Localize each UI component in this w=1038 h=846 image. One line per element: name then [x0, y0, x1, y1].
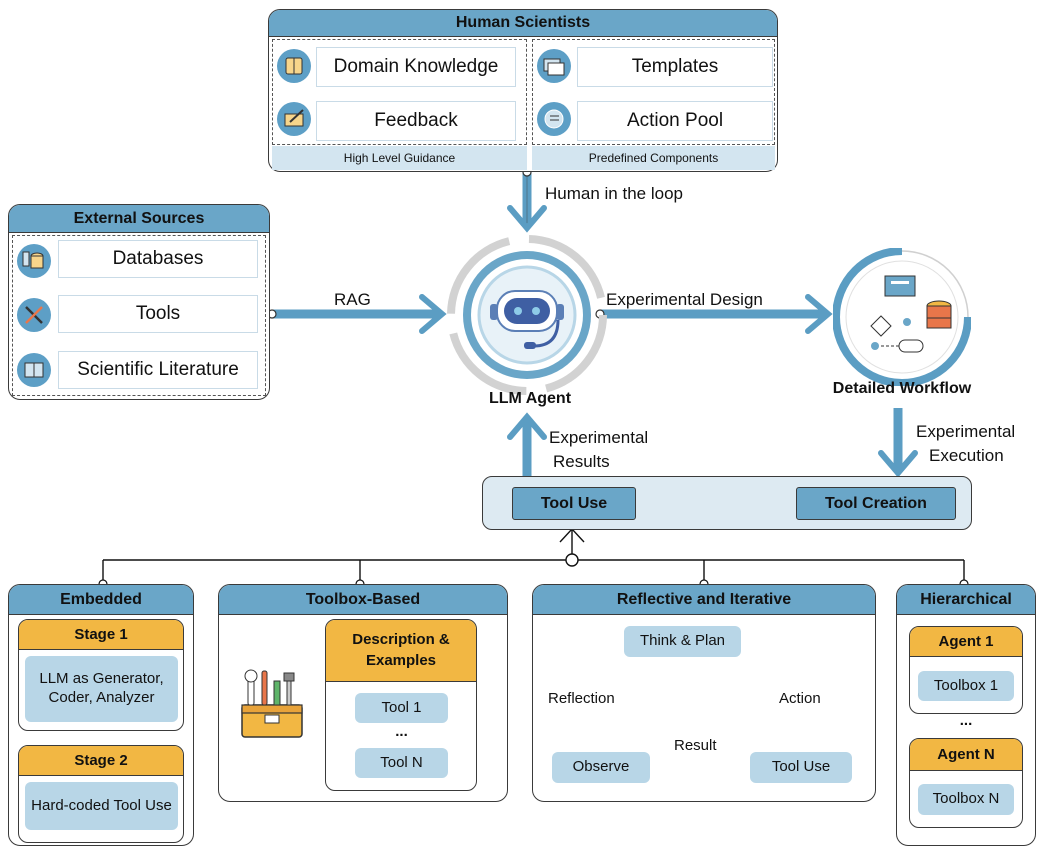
- experimental-design-label: Experimental Design: [606, 290, 763, 309]
- guidance-dash: [272, 39, 527, 145]
- stage-1-title: Stage 1: [19, 620, 183, 650]
- tree-connector: [102, 527, 965, 584]
- llm-agent-label: LLM Agent: [488, 390, 572, 407]
- external-sources-title: External Sources: [9, 205, 269, 233]
- tool-creation-button[interactable]: Tool Creation: [796, 487, 956, 520]
- human-in-loop-label: Human in the loop: [545, 184, 683, 203]
- reflective-title: Reflective and Iterative: [533, 585, 875, 615]
- high-level-guidance-label: High Level Guidance: [272, 146, 527, 170]
- templates-icon: [537, 49, 571, 83]
- action-pool-box: Action Pool: [577, 101, 773, 141]
- action-pool-icon: [537, 102, 571, 136]
- tool-use-box: Tool Use: [750, 752, 852, 783]
- human-scientists-title: Human Scientists: [269, 10, 777, 37]
- result-label: Result: [674, 737, 717, 754]
- toolbox-based-title: Toolbox-Based: [219, 585, 507, 615]
- feedback-icon: [277, 102, 311, 136]
- hier-ellipsis: ...: [959, 712, 973, 729]
- arrow-execution: [878, 408, 918, 478]
- database-icon: [17, 244, 51, 278]
- predefined-components-label: Predefined Components: [532, 146, 775, 170]
- embedded-title: Embedded: [9, 585, 193, 615]
- external-dash: [12, 235, 266, 396]
- literature-icon: [17, 353, 51, 387]
- toolbox-n-box: Toolbox N: [918, 784, 1014, 815]
- tool-1-box: Tool 1: [355, 693, 448, 723]
- experimental-execution-line1: Experimental: [916, 422, 1016, 441]
- stage-2-title: Stage 2: [19, 746, 183, 776]
- arrow-design: [595, 294, 833, 334]
- arrow-human-in-loop: [507, 167, 547, 233]
- workflow-icon: [833, 248, 971, 386]
- databases-box: Databases: [58, 240, 258, 278]
- action-label: Action: [779, 690, 821, 707]
- stage-1-body: LLM as Generator, Coder, Analyzer: [25, 656, 178, 722]
- scientific-literature-box: Scientific Literature: [58, 351, 258, 389]
- observe-box: Observe: [552, 752, 650, 783]
- tool-use-button[interactable]: Tool Use: [512, 487, 636, 520]
- stage-2-body: Hard-coded Tool Use: [25, 782, 178, 830]
- components-dash: [532, 39, 775, 145]
- experimental-execution-line2: Execution: [929, 446, 1004, 465]
- reflection-label: Reflection: [548, 690, 615, 707]
- agent-n-title: Agent N: [910, 739, 1022, 771]
- tools-box: Tools: [58, 295, 258, 333]
- tools-icon: [17, 298, 51, 332]
- experimental-results-line1: Experimental: [549, 428, 649, 447]
- domain-knowledge-box: Domain Knowledge: [316, 47, 516, 87]
- toolbox-1-box: Toolbox 1: [918, 671, 1014, 701]
- llm-agent-icon: [447, 235, 607, 395]
- rag-label: RAG: [334, 290, 371, 309]
- hierarchical-title: Hierarchical: [897, 585, 1035, 615]
- detailed-workflow-label: Detailed Workflow: [832, 380, 972, 397]
- tool-n-box: Tool N: [355, 748, 448, 778]
- arrow-results: [507, 412, 547, 476]
- toolbox-card: Description & Examples: [325, 619, 477, 791]
- arrow-rag: [267, 294, 447, 334]
- templates-box: Templates: [577, 47, 773, 87]
- agent-1-title: Agent 1: [910, 627, 1022, 657]
- think-plan-box: Think & Plan: [624, 626, 741, 657]
- experimental-results-line2: Results: [553, 452, 610, 471]
- feedback-box: Feedback: [316, 101, 516, 141]
- toolbox-icon: [241, 669, 303, 738]
- description-examples-title: Description & Examples: [326, 620, 476, 682]
- toolbox-ellipsis: ...: [395, 723, 408, 740]
- book-icon: [277, 49, 311, 83]
